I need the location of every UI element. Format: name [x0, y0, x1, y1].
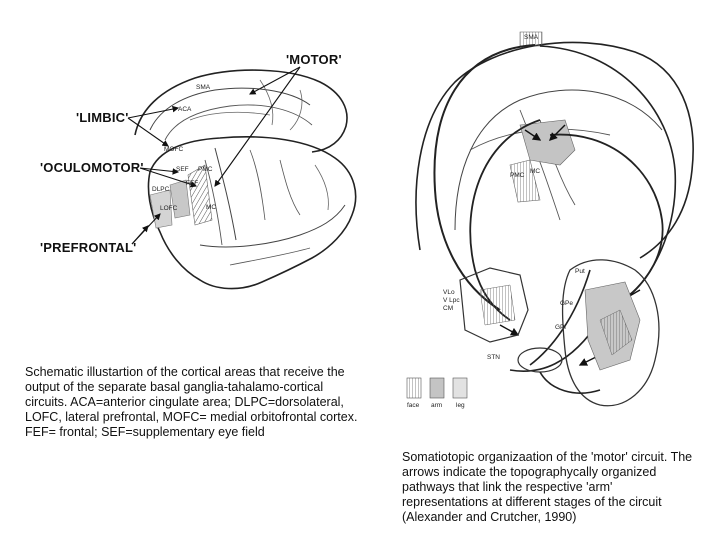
stn-outline [518, 348, 562, 372]
left-brain-diagram [0, 0, 380, 320]
right-mc-label: MC [530, 168, 541, 175]
oculomotor-pointer-arrow [140, 168, 180, 175]
right-circuit-diagram [406, 31, 710, 430]
right-put-label: Put [575, 268, 585, 275]
right-stn-label: STN [487, 354, 500, 361]
right-gpe-label: GPe [560, 300, 574, 307]
prefrontal-label: 'PREFRONTAL' [40, 240, 137, 255]
left-figure-caption: Schematic illustartion of the cortical a… [25, 365, 358, 439]
legend-face-swatch [406, 377, 422, 399]
left-dlpc-label: DLPC [152, 186, 170, 193]
left-fef-label: FEF [186, 180, 199, 187]
legend-leg-label: leg [456, 402, 465, 409]
legend-face-label: face [407, 402, 420, 409]
left-sef-label: SEF [176, 166, 189, 173]
left-aca-label: ACA [178, 106, 192, 113]
right-cm-label: CM [443, 305, 454, 312]
oculomotor-label: 'OCULOMOTOR' [40, 160, 144, 175]
legend-arm-label: arm [431, 402, 443, 409]
legend-leg-swatch [452, 377, 468, 399]
medial-hemisphere-outline [135, 70, 347, 152]
motor-label: 'MOTOR' [286, 52, 342, 67]
limbic-label: 'LIMBIC' [76, 110, 129, 125]
left-lofc-label: LOFC [160, 205, 178, 212]
motor-cortex-outline [416, 42, 693, 258]
thalamus-outline [460, 268, 528, 342]
right-gpi-label: GPi [555, 324, 566, 331]
right-pmc-label: PMC [510, 172, 525, 179]
right-vlpc-label: V Lpc [443, 297, 460, 304]
left-mofc-label: MOFC [164, 146, 184, 153]
right-figure-caption: Somatiotopic organizaation of the 'motor… [402, 450, 693, 524]
basal-ganglia-outline [563, 260, 659, 406]
lateral-hemisphere-outline [148, 137, 355, 289]
left-pmc-label: PMC [198, 166, 213, 173]
right-sma-label: SMA [524, 34, 539, 41]
legend-arm-swatch [429, 377, 445, 399]
left-mc-label: MC [206, 204, 217, 211]
motor-pointer-arrow [249, 67, 300, 95]
left-sma-label: SMA [196, 84, 211, 91]
right-vlo-label: VLo [443, 289, 455, 296]
limbic-pointer-arrow [128, 105, 180, 118]
